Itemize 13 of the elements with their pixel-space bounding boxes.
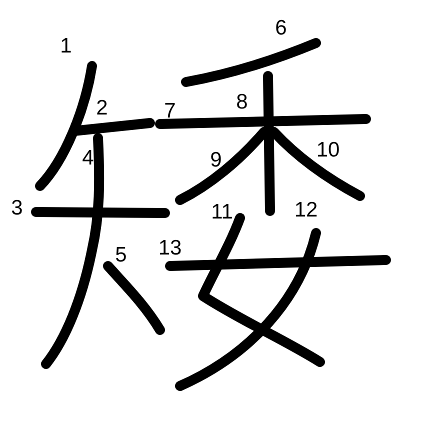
stroke-number: 7 — [164, 100, 176, 122]
stroke-number: 1 — [60, 36, 72, 56]
stroke-number: 3 — [11, 198, 23, 218]
stroke-number: 2 — [96, 98, 108, 118]
stroke-number: 12 — [294, 200, 318, 220]
stroke-number: 10 — [316, 140, 340, 160]
stroke-number: 9 — [210, 150, 222, 170]
stroke-number: 8 — [236, 92, 248, 112]
stroke-number: 11 — [211, 202, 233, 222]
stroke-number: 6 — [275, 18, 287, 38]
stroke-number: 13 — [158, 238, 182, 258]
stroke-number: 5 — [115, 244, 127, 266]
stroke-number: 4 — [82, 148, 94, 168]
